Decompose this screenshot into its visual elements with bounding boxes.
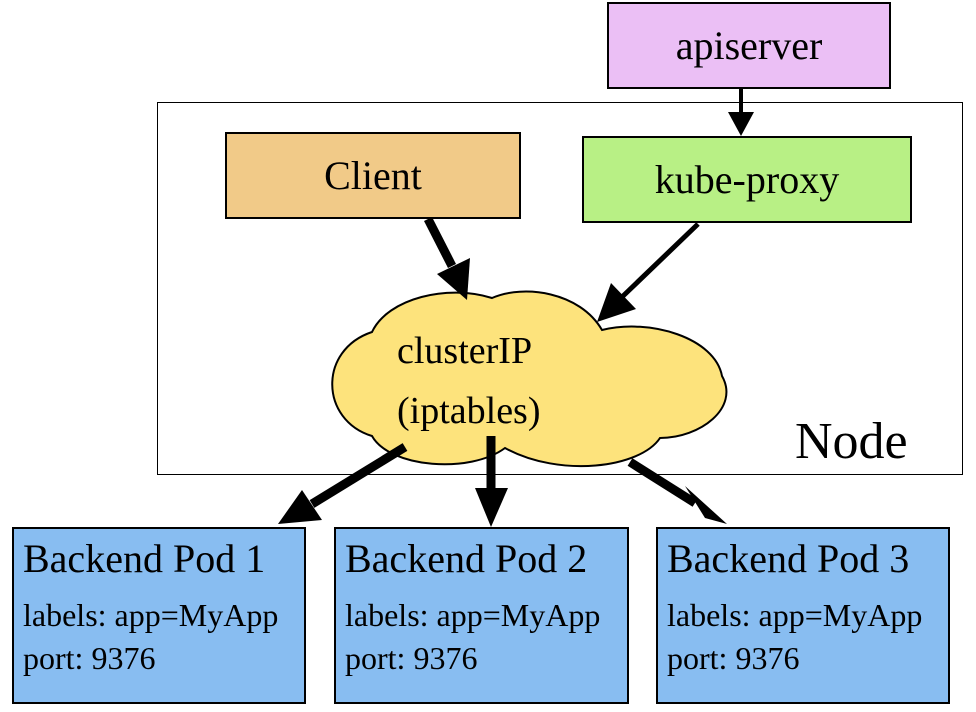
client-label: Client [324,152,422,198]
node-label: Node [795,413,908,470]
pod-port: port: 9376 [345,640,478,676]
pod-labels: labels: app=MyApp [667,597,923,633]
pod-labels: labels: app=MyApp [23,597,279,633]
pod-port: port: 9376 [667,640,800,676]
backend-pod-2: Backend Pod 2 labels: app=MyApp port: 93… [334,527,629,704]
backend-pod-1: Backend Pod 1 labels: app=MyApp port: 93… [12,527,306,704]
pod-labels: labels: app=MyApp [345,597,601,633]
pod-title: Backend Pod 3 [667,536,910,581]
apiserver-label: apiserver [675,22,823,68]
client-box: Client [225,132,521,219]
pod-title: Backend Pod 1 [23,536,266,581]
cluster-ip-mode-label: (iptables) [397,390,541,432]
edge-kube-proxy-to-clusterip [597,222,700,322]
backend-pod-3: Backend Pod 3 labels: app=MyApp port: 93… [656,527,950,704]
edge-clusterip-to-pod-3 [627,458,727,524]
edge-client-to-clusterip [423,216,470,300]
edge-apiserver-to-kube-proxy [728,89,754,136]
edge-clusterip-to-pod-2 [475,436,508,527]
cluster-ip-label: clusterIP [397,330,533,372]
pod-port: port: 9376 [23,640,156,676]
node-frame [157,102,963,475]
pod-title: Backend Pod 2 [345,536,588,581]
kube-proxy-label: kube-proxy [654,156,840,202]
kube-proxy-box: kube-proxy [582,136,912,223]
edge-clusterip-to-pod-1 [278,443,408,524]
cluster-ip-cloud [331,290,728,468]
apiserver-box: apiserver [607,2,891,89]
